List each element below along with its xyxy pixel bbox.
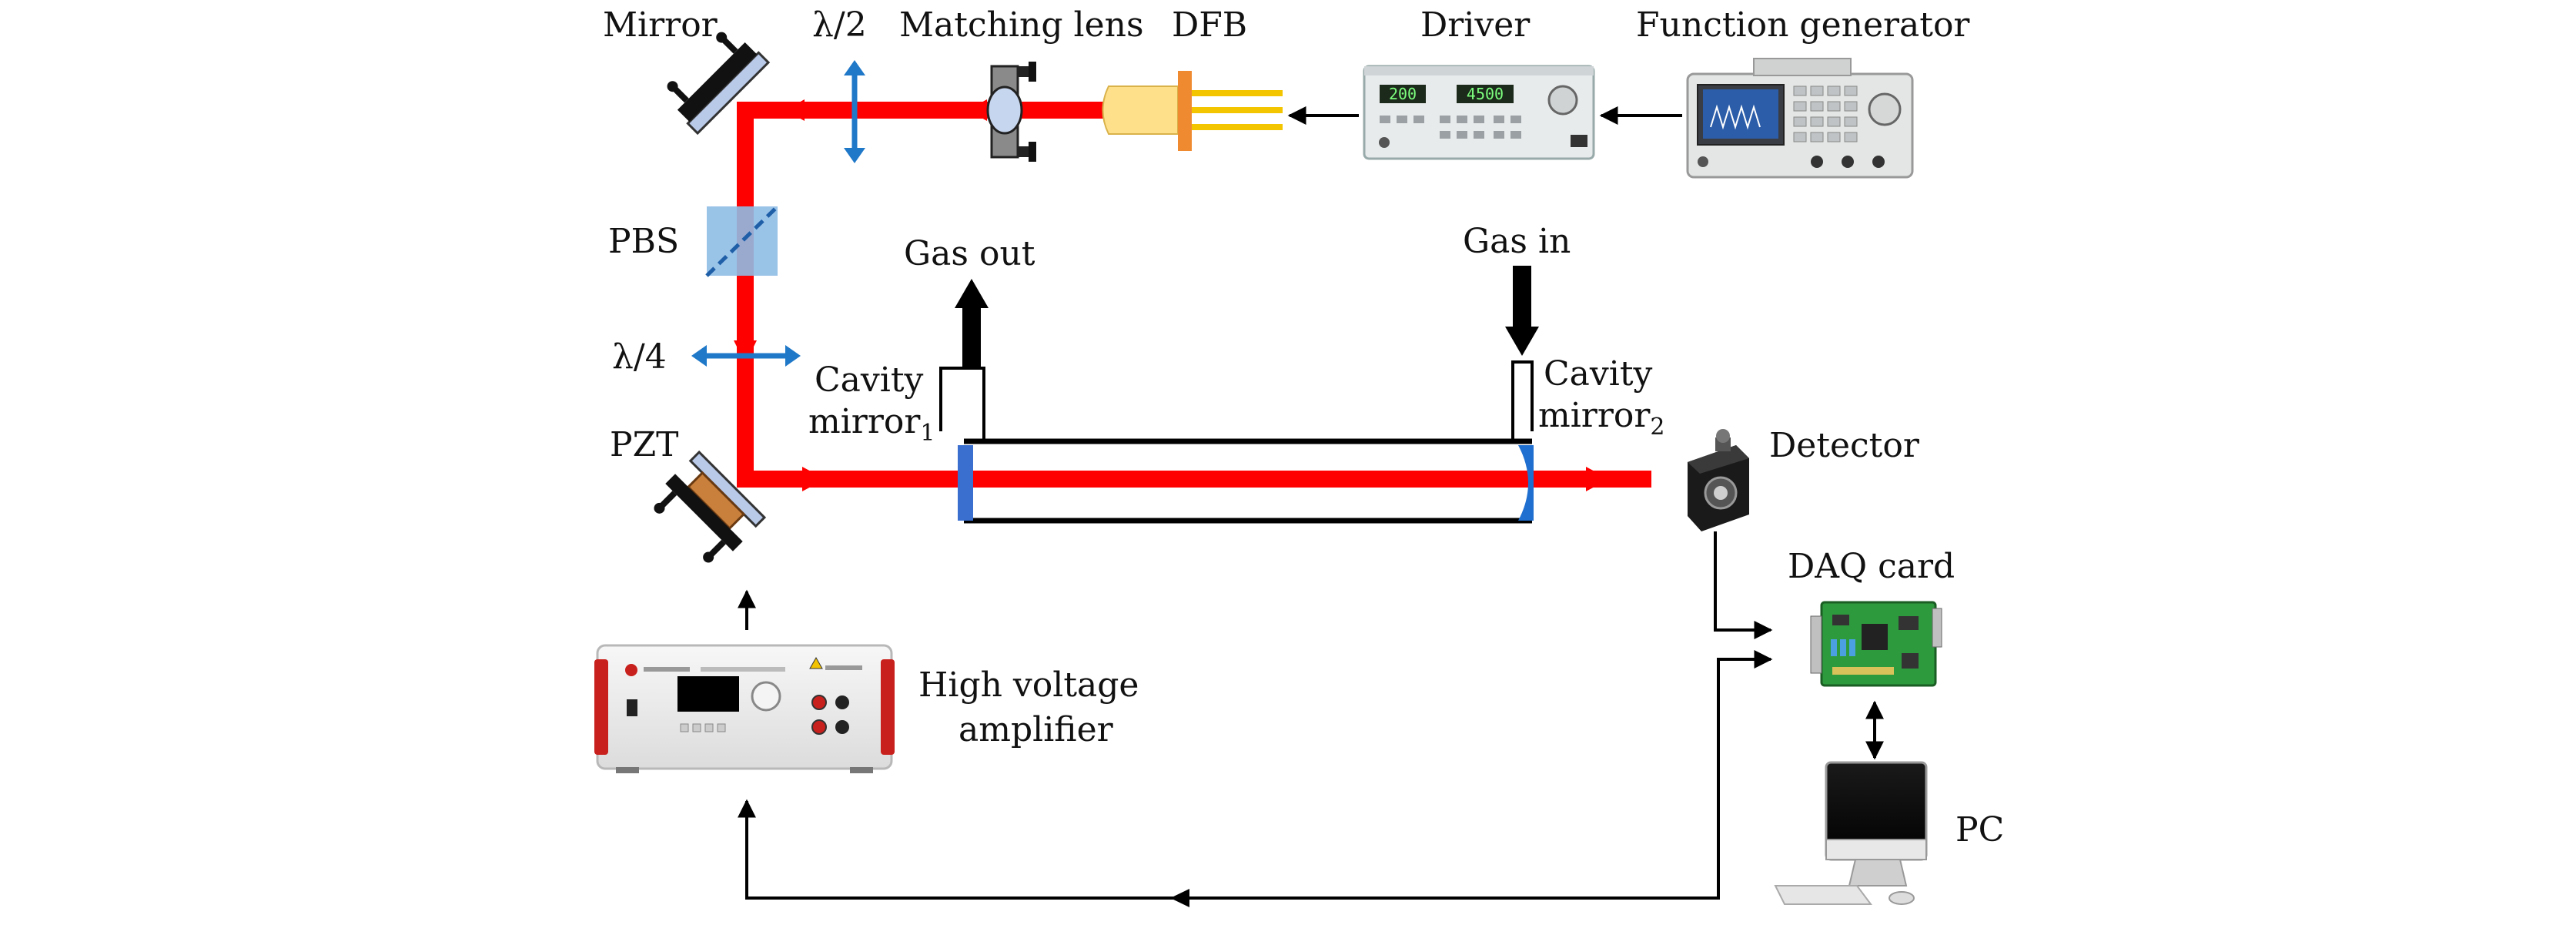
laser-driver: 200 4500 [1363,65,1595,160]
cavity-mirror-1-label-subscript: 1 [920,420,935,447]
beam-arrow-vertical [734,340,757,364]
hv-amplifier-label-line1: High voltage [918,665,1139,705]
dfb-label: DFB [1172,5,1247,45]
pzt-label: PZT [610,425,679,464]
function-generator [1686,58,1914,179]
cavity-mirror-1-label-line2: mirror1 [808,402,935,447]
cavity-mirror-2-label-subscript: 2 [1650,414,1664,441]
beam-arrow-bottom-2 [1586,467,1609,491]
cavity-mirror-1-label-text: mirror [808,402,921,441]
polarizing-beam-splitter [705,205,779,277]
driver-label: Driver [1420,5,1531,45]
daq-card-label: DAQ card [1788,547,1955,586]
beam-arrow-top-1 [785,99,805,121]
hv-amplifier-label-line2: amplifier [958,710,1114,749]
quarter-wave-plate [691,345,801,367]
laser-beam-path [734,99,1651,491]
pc-label: PC [1955,810,2004,850]
line-to-hv-amplifier [738,799,1192,900]
gas-in-arrow [1505,266,1539,356]
optical-cavity-cell [939,360,1534,524]
beam-arrow-top-2 [968,99,987,121]
driver-display-left: 200 [1389,85,1417,103]
matching-lens-label: Matching lens [899,5,1144,45]
pbs-label: PBS [608,222,679,261]
mirror [667,32,771,136]
gas-out-arrow [955,279,989,368]
line-detector-to-daq [1714,531,1773,639]
pzt-mirror [654,450,767,563]
half-wave-plate-label: λ/2 [812,5,867,45]
cavity-mirror-1 [958,445,973,521]
dfb-laser [1102,71,1283,151]
cavity-mirror-2 [1518,445,1534,521]
gas-in-label: Gas in [1463,222,1571,261]
gas-out-label: Gas out [904,234,1035,273]
detector [1688,429,1749,531]
high-voltage-amplifier [594,644,895,773]
matching-lens [986,62,1036,162]
quarter-wave-plate-label: λ/4 [612,337,667,377]
half-wave-plate [844,60,865,163]
pc [1774,761,1928,905]
driver-display-right: 4500 [1467,85,1504,103]
line-daq-output [1192,650,1773,900]
cavity-mirror-1-label-line1: Cavity [815,360,924,400]
detector-label: Detector [1769,426,1920,465]
daq-card [1810,601,1942,687]
cavity-mirror-2-label-line2: mirror2 [1538,396,1664,441]
beam-arrow-bottom-1 [802,467,825,491]
cavity-mirror-2-label-line1: Cavity [1544,354,1653,394]
cavity-mirror-2-label-text: mirror [1538,396,1651,435]
function-generator-label: Function generator [1636,5,1970,45]
mirror-label: Mirror [603,5,718,45]
